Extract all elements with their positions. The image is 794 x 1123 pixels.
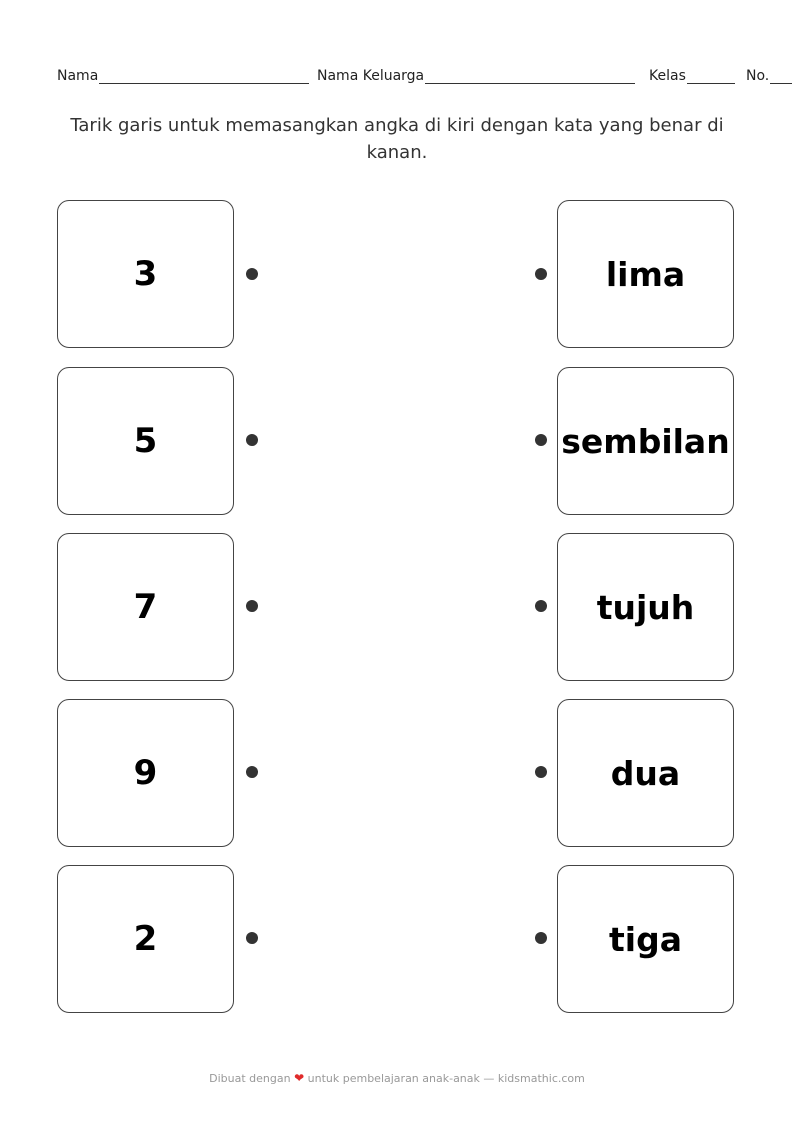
left-connector-dot[interactable] [246,600,258,612]
right-connector-dot[interactable] [535,766,547,778]
left-number-box: 5 [57,367,234,515]
left-connector-dot[interactable] [246,268,258,280]
left-number-box: 2 [57,865,234,1013]
right-word-box: tujuh [557,533,734,681]
right-connector-dot[interactable] [535,434,547,446]
left-number-box: 7 [57,533,234,681]
right-word: sembilan [561,421,730,461]
left-number: 7 [133,587,158,627]
family-name-label: Nama Keluarga [317,68,425,84]
right-connector-dot[interactable] [535,932,547,944]
right-word-box: sembilan [557,367,734,515]
name-line[interactable] [99,69,310,84]
name-field[interactable]: Nama [57,68,310,84]
left-number: 5 [133,421,158,461]
left-number: 3 [133,254,158,294]
family-name-line[interactable] [425,69,636,84]
right-word: lima [605,254,686,294]
number-line[interactable] [770,69,793,84]
left-connector-dot[interactable] [246,932,258,944]
right-word-box: tiga [557,865,734,1013]
name-label: Nama [57,68,99,84]
left-number: 9 [133,753,158,793]
footer-text-end: untuk pembelajaran anak-anak — kidsmathi… [307,1072,585,1085]
left-connector-dot[interactable] [246,766,258,778]
right-word: tujuh [596,587,695,627]
right-word-box: lima [557,200,734,348]
right-word: tiga [609,919,682,959]
left-number-box: 9 [57,699,234,847]
class-label: Kelas [649,68,686,84]
right-word-box: dua [557,699,734,847]
family-name-field[interactable]: Nama Keluarga [317,68,636,84]
number-field[interactable]: No. [746,68,793,84]
left-number-box: 3 [57,200,234,348]
left-number: 2 [133,919,158,959]
instruction-text: Tarik garis untuk memasangkan angka di k… [70,115,724,163]
student-info-header: Nama Nama Keluarga Kelas No. [57,68,794,88]
class-line[interactable] [686,69,735,84]
footer: Dibuat dengan ❤ untuk pembelajaran anak-… [0,1071,794,1085]
number-label: No. [746,68,770,84]
footer-text-start: Dibuat dengan [209,1072,291,1085]
right-connector-dot[interactable] [535,600,547,612]
heart-icon: ❤ [294,1071,305,1085]
left-connector-dot[interactable] [246,434,258,446]
class-field[interactable]: Kelas [649,68,735,84]
right-connector-dot[interactable] [535,268,547,280]
right-word: dua [610,753,681,793]
